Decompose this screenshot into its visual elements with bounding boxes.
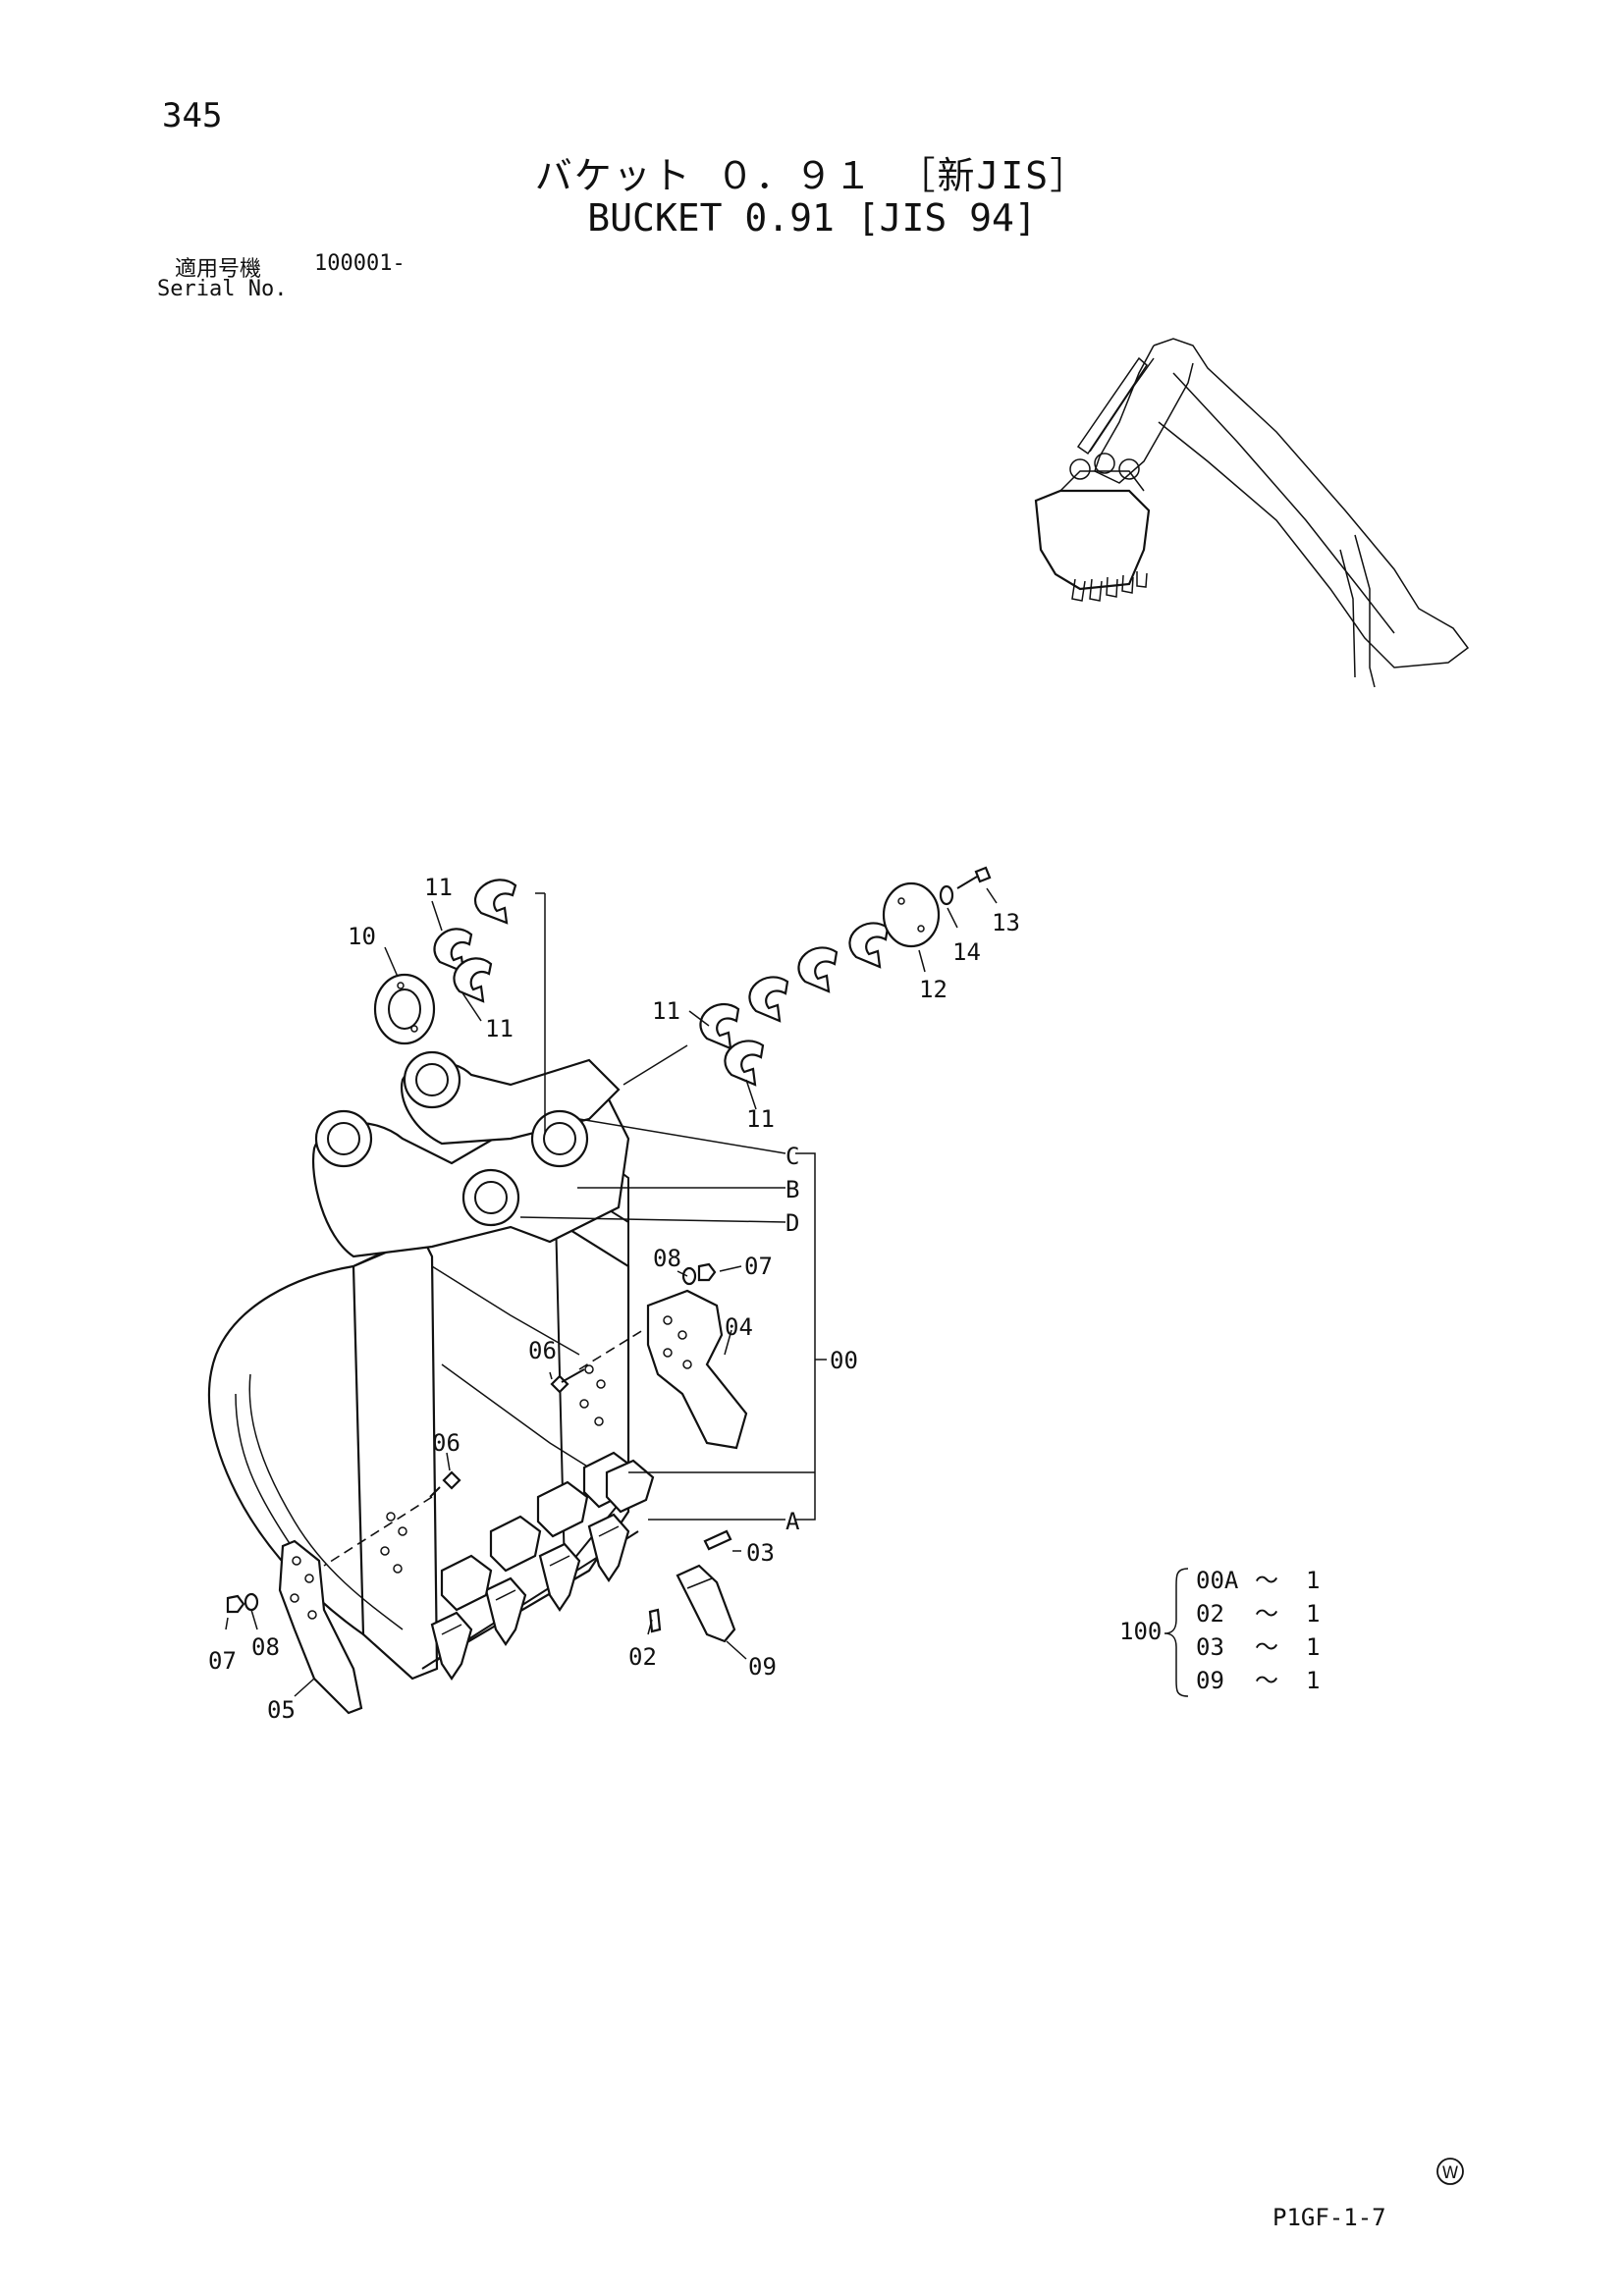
bolt-13 (956, 866, 992, 889)
plate-12 (882, 881, 941, 948)
kit-item-part: 03 (1196, 1633, 1224, 1661)
kit-item-part: 02 (1196, 1600, 1224, 1628)
title-japanese: バケット ０．９１ ［新JIS］ (534, 154, 1090, 197)
side-cutter-04 (646, 1289, 748, 1450)
callout-09: 09 (748, 1653, 777, 1681)
serial-label-japanese: 適用号機 (175, 257, 262, 282)
callout-02: 02 (628, 1643, 657, 1671)
tooth-09 (676, 1564, 736, 1643)
bolt-06-lower (429, 1470, 461, 1498)
callout-07-upper: 07 (744, 1253, 773, 1280)
page-number: 345 (162, 96, 223, 135)
washer-14 (939, 884, 954, 906)
callout-11-right-top: 11 (652, 997, 680, 1025)
kit-item-qty: 1 (1306, 1633, 1320, 1661)
callout-B: B (785, 1176, 799, 1203)
nut-07-upper (697, 1262, 717, 1282)
kit-item-sep: 〜 (1255, 1600, 1278, 1628)
callout-03: 03 (746, 1539, 775, 1567)
callout-10: 10 (348, 923, 376, 950)
excavator-arm-sketch (1034, 338, 1470, 688)
kit-item-sep: 〜 (1255, 1667, 1278, 1694)
washer-08-upper (681, 1266, 697, 1286)
callout-06-upper: 06 (528, 1337, 557, 1364)
kit-item-sep: 〜 (1255, 1567, 1278, 1594)
shim-11-group-right (699, 922, 890, 1087)
callout-12: 12 (919, 976, 947, 1003)
shim-11-group-left (433, 879, 517, 1003)
callout-11-top: 11 (424, 874, 453, 901)
callout-11-left: 11 (485, 1015, 514, 1042)
callout-13: 13 (992, 909, 1020, 936)
leader-lines (225, 887, 998, 1697)
corner-mark: W (1436, 2158, 1464, 2185)
callout-04: 04 (725, 1313, 753, 1341)
bolt-06-upper (550, 1368, 585, 1394)
kit-table: 100 00A 〜 1 02 〜 1 03 〜 1 09 〜 1 (1119, 1567, 1320, 1697)
serial-label-english: Serial No. (157, 277, 288, 301)
callout-A: A (785, 1508, 800, 1535)
kit-item-qty: 1 (1306, 1600, 1320, 1628)
bucket-body (207, 1050, 639, 1681)
callout-00: 00 (830, 1347, 858, 1374)
serial-number-value: 100001- (314, 251, 406, 276)
kit-item-part: 00A (1196, 1567, 1239, 1594)
kit-item-sep: 〜 (1255, 1633, 1278, 1661)
nut-07-lower (226, 1594, 245, 1614)
callout-08-lower: 08 (251, 1633, 280, 1661)
callout-07-lower: 07 (208, 1647, 237, 1675)
kit-number: 100 (1119, 1618, 1162, 1645)
kit-item-qty: 1 (1306, 1667, 1320, 1694)
callout-08-upper: 08 (653, 1245, 681, 1272)
callout-06-lower: 06 (432, 1429, 460, 1457)
plate-10 (373, 973, 436, 1045)
page-code: P1GF-1-7 (1272, 2204, 1386, 2231)
corner-mark-letter: W (1442, 2163, 1459, 2183)
callout-05: 05 (267, 1696, 296, 1724)
bucket-teeth (430, 1451, 655, 1681)
washer-08-lower (244, 1592, 259, 1612)
callout-14: 14 (952, 938, 981, 966)
kit-item-part: 09 (1196, 1667, 1224, 1694)
kit-item-qty: 1 (1306, 1567, 1320, 1594)
callout-D: D (785, 1209, 799, 1237)
pin-03 (703, 1529, 732, 1551)
title-english: BUCKET 0.91 [JIS 94] (587, 196, 1037, 240)
callout-11-right-bottom: 11 (746, 1105, 775, 1133)
callout-C: C (785, 1143, 799, 1170)
side-cutter-05 (278, 1539, 363, 1715)
